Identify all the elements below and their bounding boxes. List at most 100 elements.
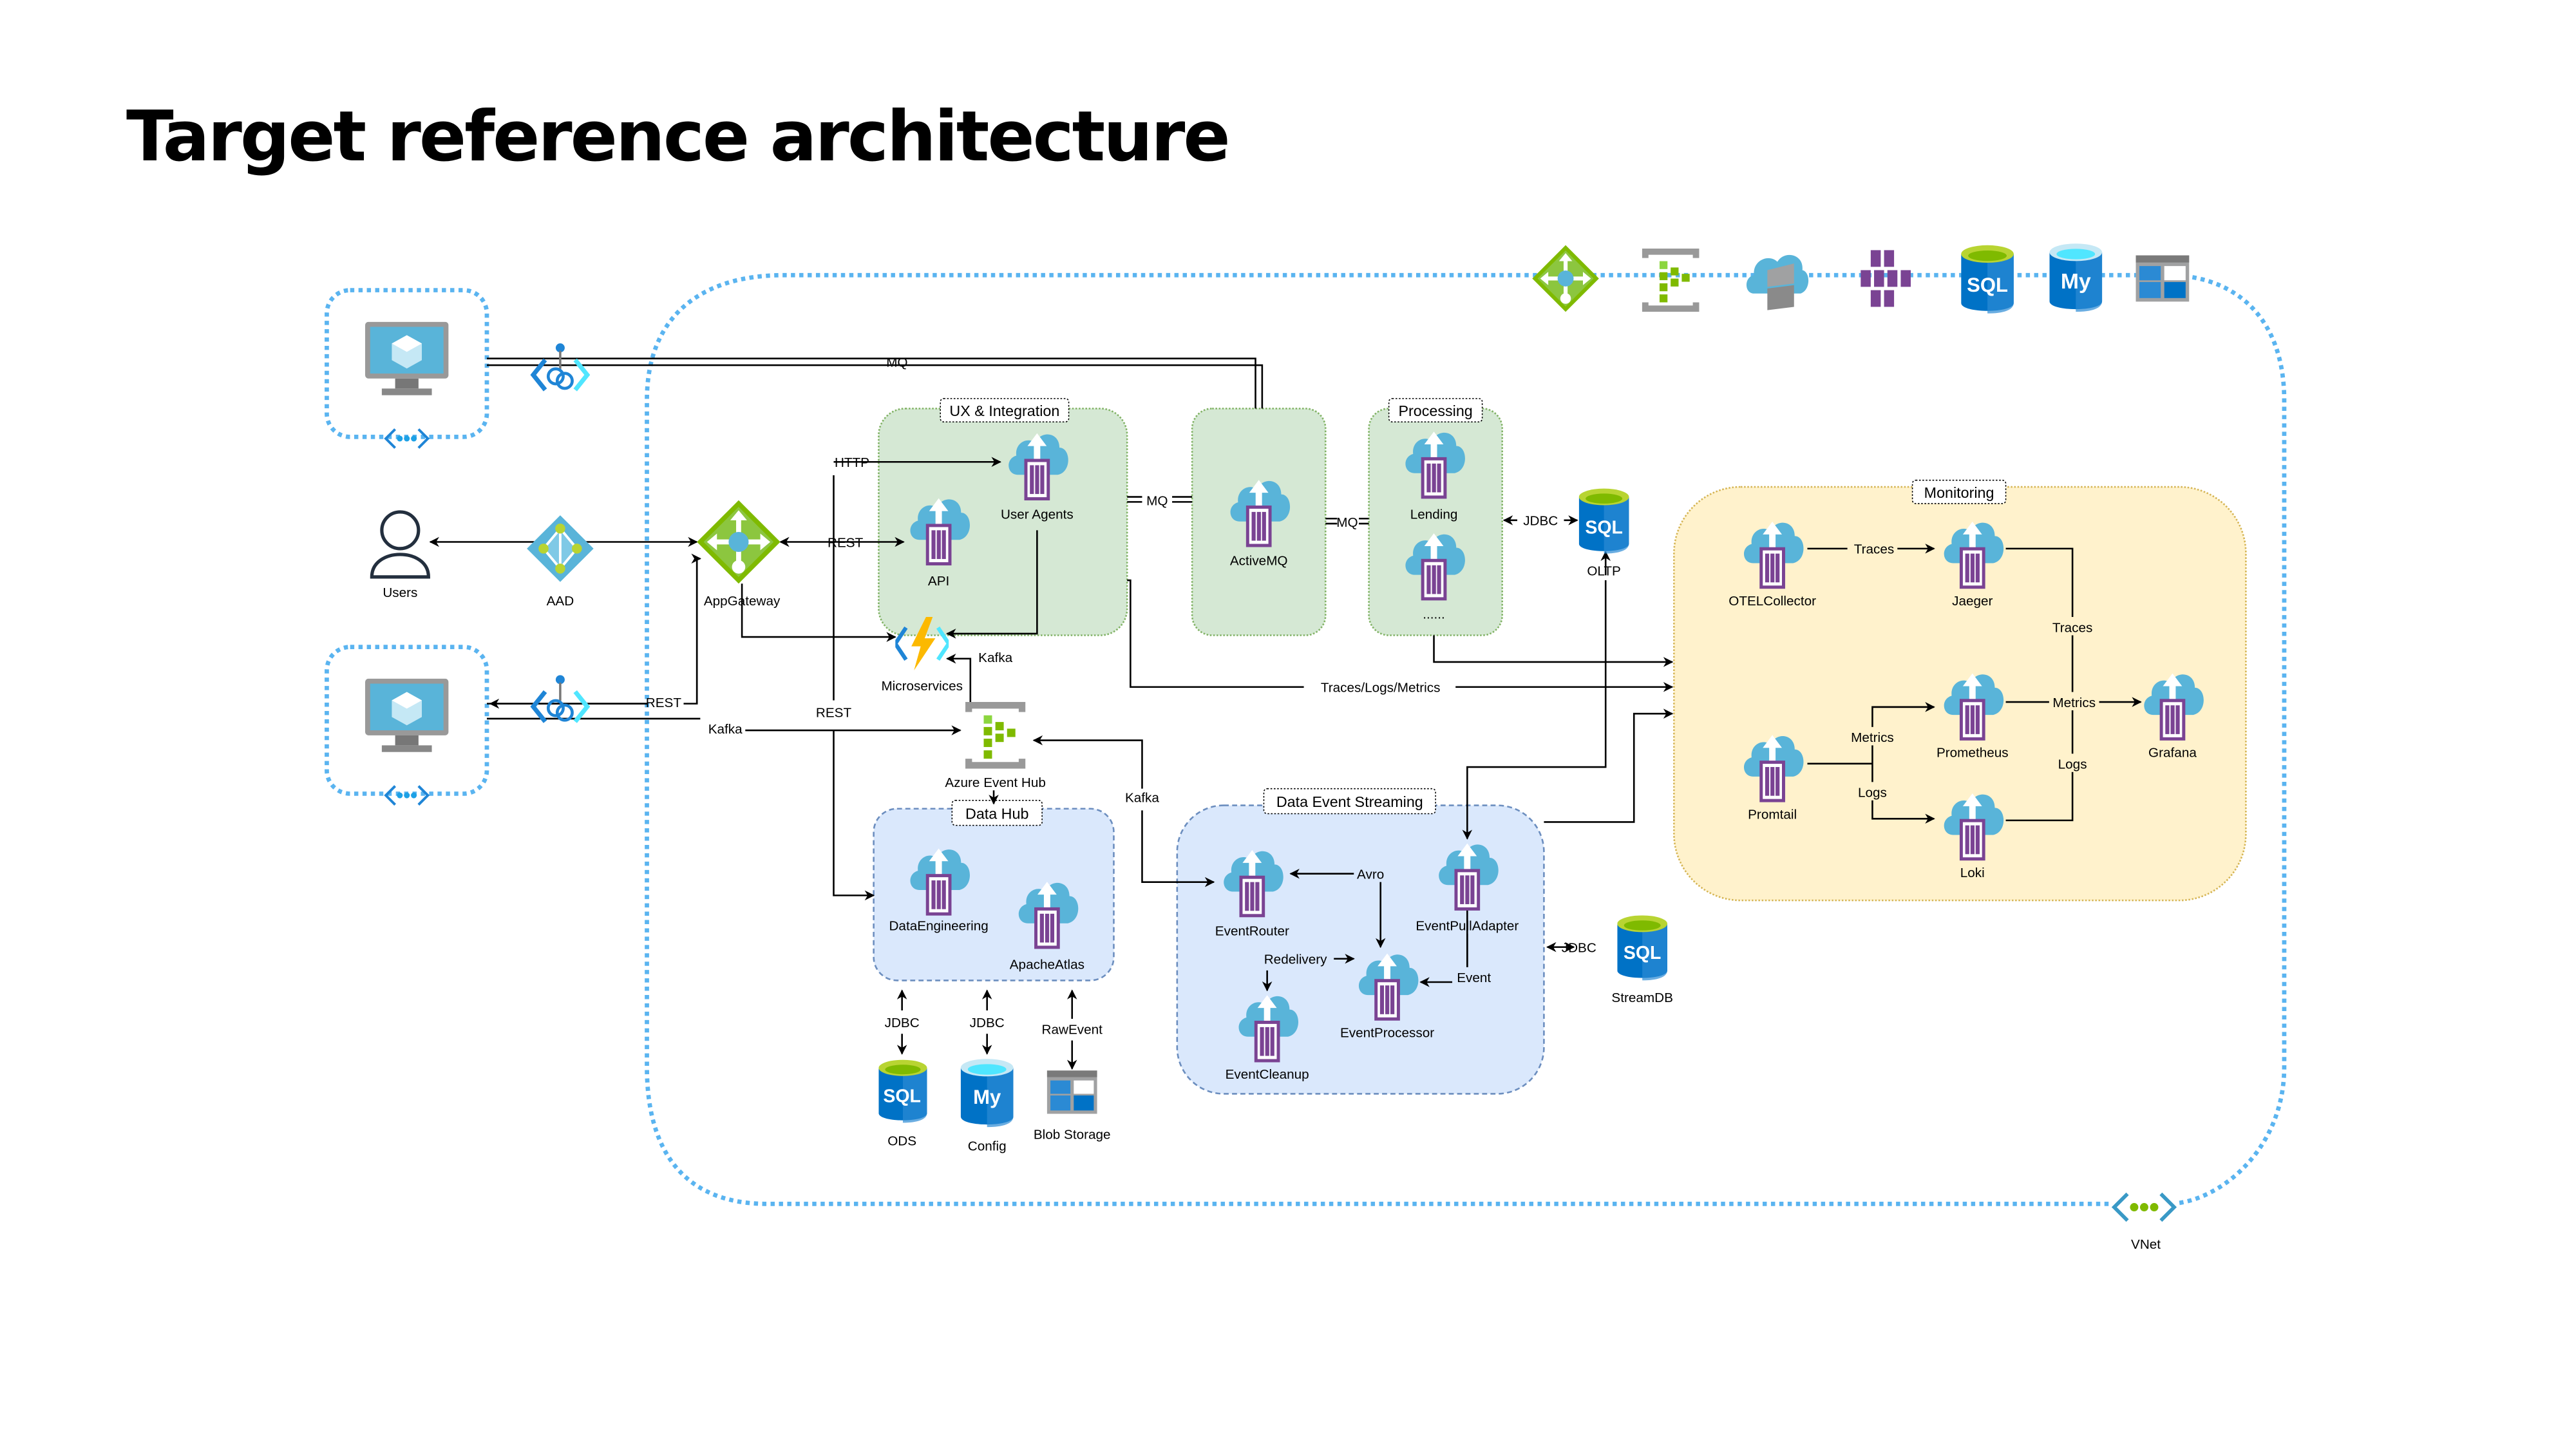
edge-appgw-microservices [741, 583, 896, 642]
svg-text:......: ...... [1423, 607, 1445, 622]
edge-oltp-pulladapter [1462, 580, 1607, 840]
edge-kafka-stream [1032, 735, 1143, 789]
svg-text:EventPullAdapter: EventPullAdapter [1416, 919, 1519, 934]
svg-text:Azure Event Hub: Azure Event Hub [945, 775, 1046, 790]
svg-text:MQ: MQ [1336, 515, 1358, 530]
node-oltp[interactable]: SQL OLTP [1578, 488, 1629, 579]
svg-text:Redelivery: Redelivery [1264, 952, 1327, 967]
svg-text:Kafka: Kafka [708, 722, 743, 737]
svg-text:Event: Event [1457, 971, 1491, 985]
edges: MQ REST HTTP REST MQ MQ JDBC Traces/Logs… [429, 355, 2142, 1069]
edge-mq-proc [1325, 517, 1369, 525]
svg-text:RawEvent: RawEvent [1042, 1022, 1103, 1037]
node-event-router[interactable]: EventRouter [1215, 850, 1289, 939]
svg-text:Config: Config [968, 1139, 1007, 1153]
svg-text:JDBC: JDBC [970, 1016, 1005, 1030]
application-gateway-icon [1532, 245, 1599, 312]
svg-text:Microservices: Microservices [881, 679, 963, 694]
svg-text:JDBC: JDBC [1562, 940, 1596, 955]
sql-text: SQL [1967, 274, 2008, 296]
edge-kafka-microservices [945, 653, 972, 704]
edge-streaming-monitoring [1544, 708, 1674, 823]
svg-text:SQL: SQL [1585, 518, 1623, 538]
node-event-processor[interactable]: EventProcessor [1340, 953, 1434, 1041]
page-title: Target reference architecture [126, 97, 1231, 177]
node-activemq[interactable]: ActiveMQ [1230, 480, 1291, 569]
node-processing-more[interactable]: ...... [1405, 533, 1465, 622]
node-event-hub[interactable]: Azure Event Hub [945, 702, 1046, 790]
svg-text:My: My [973, 1086, 1001, 1108]
node-jaeger[interactable]: Jaeger [1944, 522, 2004, 609]
svg-text:API: API [928, 574, 949, 589]
svg-text:Monitoring: Monitoring [1924, 484, 1994, 501]
svg-text:Avro: Avro [1357, 867, 1384, 882]
group-data-hub [873, 808, 1115, 981]
svg-text:Logs: Logs [1858, 786, 1887, 800]
node-event-pull-adapter[interactable]: EventPullAdapter [1416, 843, 1519, 934]
group-label-monitoring: Monitoring [1911, 479, 2007, 504]
svg-text:OLTP: OLTP [1587, 564, 1621, 578]
svg-text:Loki: Loki [1960, 866, 1985, 880]
edge-mq-top [486, 357, 1264, 409]
svg-text:EventRouter: EventRouter [1215, 924, 1289, 939]
svg-text:Data Event Streaming: Data Event Streaming [1276, 793, 1423, 810]
node-lending[interactable]: Lending [1405, 431, 1465, 522]
svg-text:REST: REST [646, 696, 682, 710]
node-promtail[interactable]: Promtail [1743, 735, 1804, 822]
svg-text:OTELCollector: OTELCollector [1728, 594, 1816, 609]
container-registry-icon [1746, 254, 1809, 310]
svg-text:AppGateway: AppGateway [704, 594, 781, 609]
svg-text:REST: REST [828, 535, 864, 550]
virtual-machine-icon[interactable] [365, 321, 449, 395]
svg-text:Kafka: Kafka [1125, 790, 1159, 805]
svg-text:HTTP: HTTP [835, 455, 869, 470]
edge-kafka-eventhub [486, 717, 960, 730]
svg-text:ODS: ODS [887, 1134, 916, 1149]
group-label-processing: Processing [1388, 398, 1483, 422]
svg-text:Data Hub: Data Hub [965, 805, 1028, 822]
node-loki[interactable]: Loki [1944, 793, 2004, 880]
svg-text:Grafana: Grafana [2148, 745, 2197, 760]
svg-text:UX & Integration: UX & Integration [949, 402, 1059, 419]
node-ods[interactable]: SQL ODS [878, 1059, 927, 1149]
svg-text:Processing: Processing [1399, 402, 1473, 419]
node-prometheus[interactable]: Prometheus [1937, 673, 2009, 761]
event-hub-icon [965, 702, 1026, 769]
vnet-node[interactable]: VNet [2110, 1190, 2178, 1253]
svg-text:Prometheus: Prometheus [1937, 745, 2009, 760]
svg-text:SQL: SQL [1624, 943, 1662, 963]
edge-rest-dataeng [833, 475, 873, 895]
svg-text:Lending: Lending [1410, 507, 1458, 522]
node-api[interactable]: API [910, 498, 970, 589]
node-config[interactable]: My Config [960, 1059, 1014, 1153]
svg-text:Traces/Logs/Metrics: Traces/Logs/Metrics [1321, 681, 1441, 696]
svg-text:Users: Users [383, 585, 417, 600]
edge-useragents-microservices [945, 530, 1038, 639]
private-endpoint-icon [533, 675, 587, 721]
appgateway-node[interactable]: AppGateway [697, 500, 781, 609]
virtual-machine-icon[interactable] [365, 678, 449, 752]
svg-text:ActiveMQ: ActiveMQ [1230, 554, 1288, 569]
node-data-engineering[interactable]: DataEngineering [889, 848, 989, 934]
node-user-agents[interactable]: User Agents [1001, 433, 1074, 522]
node-microservices[interactable]: Microservices [881, 617, 963, 694]
node-grafana[interactable]: Grafana [2144, 673, 2204, 761]
edge-processing-monitoring [1433, 635, 1674, 667]
node-event-cleanup[interactable]: EventCleanup [1226, 995, 1309, 1082]
node-streamdb[interactable]: SQL StreamDB [1611, 915, 1673, 1005]
svg-text:Jaeger: Jaeger [1952, 594, 1993, 609]
group-label-data-hub: Data Hub [951, 800, 1043, 826]
storage-account-icon [2136, 255, 2190, 302]
node-blob-storage[interactable]: Blob Storage [1034, 1070, 1111, 1142]
svg-text:JDBC: JDBC [1523, 514, 1558, 529]
edge-mq-ux [1127, 496, 1193, 503]
node-otel-collector[interactable]: OTELCollector [1728, 522, 1816, 609]
svg-text:Metrics: Metrics [2052, 696, 2096, 710]
users-node[interactable]: Users [370, 510, 430, 600]
mysql-text: My [2061, 270, 2091, 294]
aad-node[interactable]: AAD [527, 515, 594, 609]
svg-text:Blob Storage: Blob Storage [1034, 1127, 1111, 1142]
node-apache-atlas[interactable]: ApacheAtlas [1010, 882, 1084, 972]
svg-text:EventProcessor: EventProcessor [1340, 1025, 1434, 1040]
svg-text:Logs: Logs [2058, 757, 2087, 772]
